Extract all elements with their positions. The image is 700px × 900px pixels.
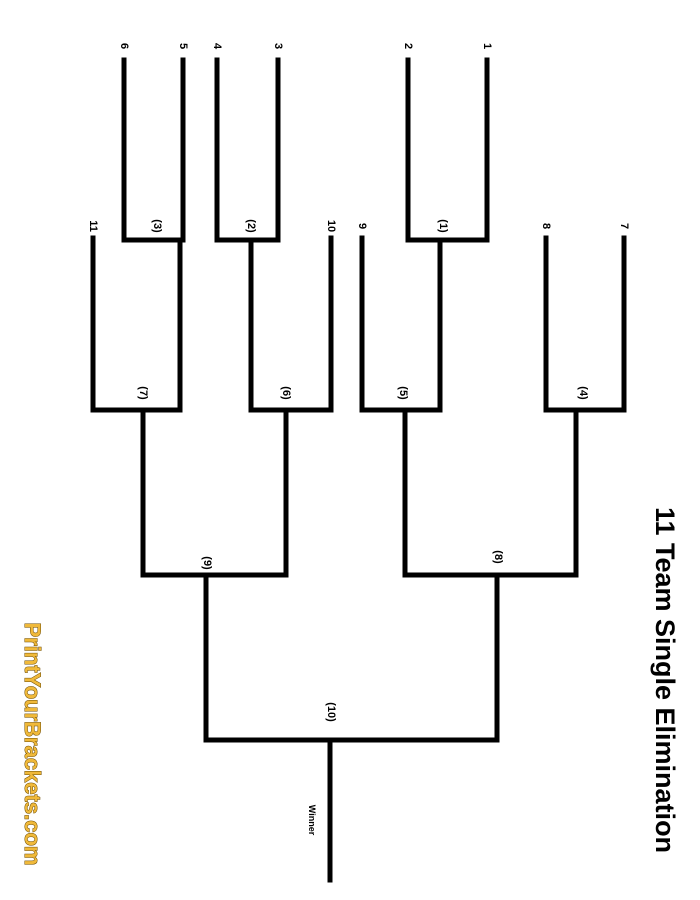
seed-label: 1 [481, 43, 493, 49]
game-4-line [543, 235, 627, 413]
game-5-line [359, 235, 443, 413]
seed-label: 11 [87, 220, 99, 232]
game-label: (1) [437, 219, 449, 233]
seed-labels: 1 2 3 4 5 6 7 8 9 10 11 [87, 43, 630, 232]
game-6-line [248, 235, 334, 413]
seed-label: 9 [356, 223, 368, 229]
game-label: (4) [577, 386, 589, 400]
game-2-line [214, 57, 281, 243]
game-10-line [203, 572, 500, 743]
game-8-line [402, 407, 579, 578]
winner-label: Winner [307, 805, 317, 836]
seed-label: 6 [118, 43, 130, 49]
bracket-lines [90, 57, 627, 883]
seed-label: 10 [325, 220, 337, 232]
game-label: (7) [137, 386, 149, 400]
game-label: (6) [280, 386, 292, 400]
game-labels: (1) (2) (3) (4) (5) (6) (7) (8) (9) (10) [137, 219, 589, 722]
game-label: (9) [201, 556, 213, 570]
game-label: (2) [245, 219, 257, 233]
game-label: (10) [325, 702, 337, 722]
seed-label: 4 [211, 43, 223, 50]
seed-label: 2 [402, 43, 414, 49]
game-label: (5) [397, 386, 409, 400]
seed-label: 8 [540, 223, 552, 229]
brand-logo: PrintYourBrackets.com [20, 623, 45, 866]
game-7-line [90, 235, 183, 413]
seed-label: 7 [618, 223, 630, 229]
game-label: (3) [151, 219, 163, 233]
game-1-line [405, 57, 490, 243]
game-label: (8) [492, 550, 504, 564]
game-3-line [121, 57, 186, 243]
page-title: 11 Team Single Elimination [650, 507, 680, 853]
game-9-line [140, 407, 289, 578]
seed-label: 3 [272, 43, 284, 49]
seed-label: 5 [177, 43, 189, 49]
